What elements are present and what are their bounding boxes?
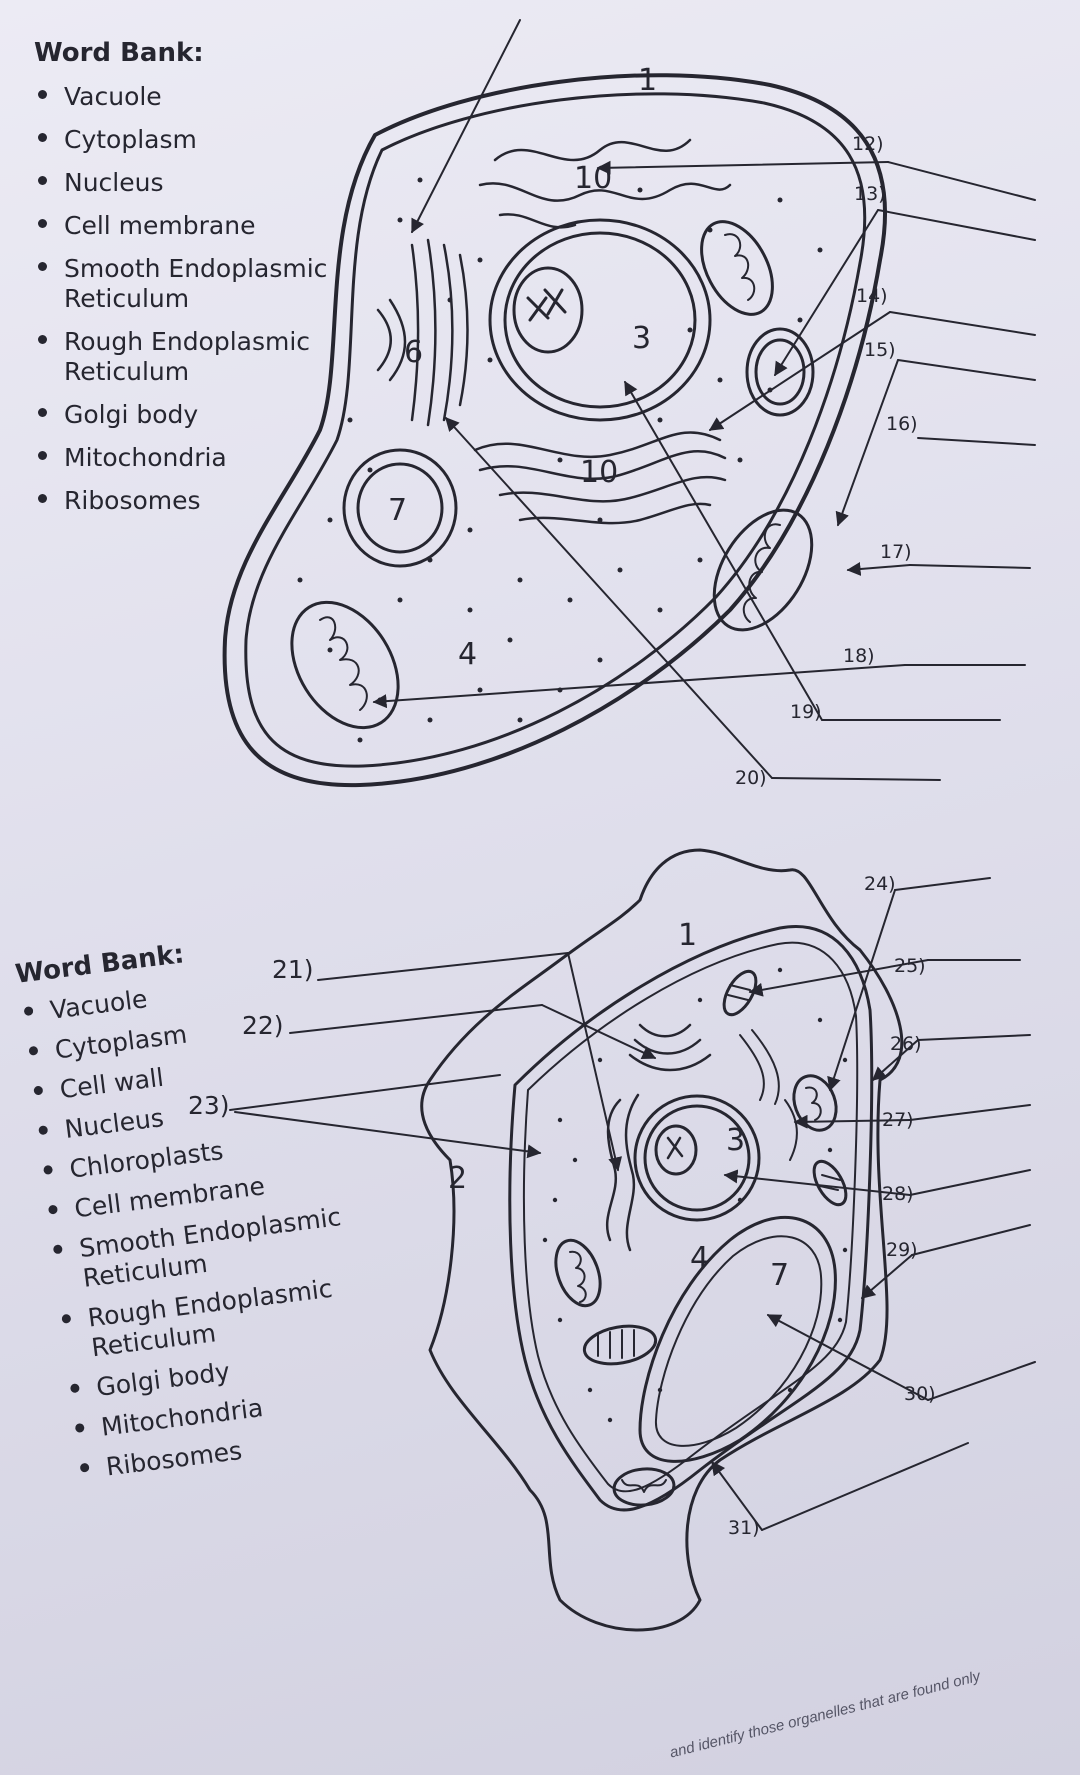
- blank-label: 31): [728, 1517, 760, 1539]
- blank-label: 21): [272, 955, 314, 984]
- animal-cell-membrane-inner: [244, 92, 867, 768]
- smooth-er: [478, 138, 732, 229]
- golgi-body: [628, 1023, 712, 1072]
- blank-label: 19): [790, 701, 822, 723]
- blank-label: 20): [735, 767, 767, 789]
- chloroplast: [722, 969, 758, 1017]
- rough-er: [605, 1093, 640, 1252]
- part-number-nucleus: 3: [726, 1123, 745, 1158]
- plant-label-lines: [229, 877, 1036, 1531]
- vacuole-inner: [356, 462, 444, 554]
- word-bank-item: Vacuole: [34, 82, 327, 112]
- mitochondrion: [700, 220, 774, 316]
- nucleolus: [654, 1124, 698, 1176]
- blank-label: 25): [894, 955, 926, 977]
- plant-cell: 1 2 3 4 7: [188, 848, 1036, 1632]
- central-vacuole-inner: [654, 1235, 823, 1447]
- word-bank-item: Cell membrane: [34, 211, 327, 241]
- blank-label: 18): [843, 645, 875, 667]
- nucleus-inner: [503, 231, 697, 409]
- word-bank-item: Rough Endoplasmic Reticulum: [34, 327, 327, 387]
- blank-label: 22): [242, 1011, 284, 1040]
- word-bank-item: Ribosomes: [34, 486, 327, 516]
- part-number-rough-er: 10: [580, 455, 618, 490]
- chloroplast: [812, 1159, 848, 1207]
- part-number-cytoplasm: 4: [458, 637, 477, 672]
- nucleus-inner: [643, 1104, 751, 1212]
- blank-label: 24): [864, 873, 896, 895]
- animal-part-numbers: 1 3 4 6 7 10 10: [388, 63, 657, 672]
- word-bank-item: Cytoplasm: [34, 125, 327, 155]
- chromosome: [666, 1136, 684, 1160]
- animal-cell: 1 3 4 6 7 10 10: [222, 19, 1036, 789]
- plant-cell-membrane: [508, 925, 874, 1512]
- part-number-cytoplasm: 4: [690, 1241, 709, 1276]
- lysosome-outer: [745, 327, 815, 417]
- mitochondrion: [612, 1467, 676, 1507]
- blank-label: 23): [188, 1091, 230, 1120]
- blank-label: 28): [882, 1183, 914, 1205]
- mitochondrion: [554, 1238, 602, 1308]
- smooth-er: [739, 1029, 798, 1161]
- word-bank-item: Mitochondria: [34, 443, 327, 473]
- blank-label: 13): [854, 183, 886, 205]
- blank-label: 15): [864, 339, 896, 361]
- plant-cell-membrane-inner: [522, 941, 859, 1493]
- plant-cell-wall: [420, 848, 904, 1632]
- mitochondrion: [290, 600, 400, 730]
- mitochondrion: [712, 508, 814, 632]
- cytoplasm-dots: [542, 967, 848, 1423]
- plant-blank-labels: 21) 22) 23) 24) 25) 26) 27) 28) 29) 30) …: [188, 873, 936, 1539]
- nucleus-outer: [488, 218, 712, 422]
- blank-label: 30): [904, 1383, 936, 1405]
- blank-label: 12): [852, 133, 884, 155]
- word-bank-item: Smooth Endoplasmic Reticulum: [34, 254, 327, 314]
- mitochondrion: [792, 1074, 838, 1132]
- vacuole-outer: [342, 448, 458, 568]
- golgi-body: [376, 238, 469, 427]
- part-number-golgi: 6: [404, 335, 423, 370]
- word-bank-item: Golgi body: [34, 400, 327, 430]
- word-bank-item: Nucleus: [34, 168, 327, 198]
- animal-cell-membrane-outer: [222, 73, 888, 788]
- chloroplast: [582, 1324, 658, 1366]
- part-number-vacuole: 7: [770, 1258, 789, 1293]
- blank-label: 14): [856, 285, 888, 307]
- part-number-cell-wall: 2: [448, 1161, 467, 1196]
- part-number-membrane: 1: [638, 63, 657, 98]
- word-bank-title: Word Bank:: [34, 38, 204, 68]
- central-vacuole: [638, 1216, 837, 1463]
- animal-blank-labels: 12) 13) 14) 15) 16) 17) 18) 19) 20): [735, 133, 918, 789]
- part-number-ribosome: 10: [574, 161, 612, 196]
- blank-label: 17): [880, 541, 912, 563]
- lysosome-inner: [754, 338, 806, 406]
- blank-label: 26): [890, 1033, 922, 1055]
- nucleus-outer: [633, 1094, 761, 1222]
- animal-label-lines: [372, 19, 1036, 781]
- nucleolus: [512, 266, 584, 354]
- blank-label: 29): [886, 1239, 918, 1261]
- part-number-vacuole: 7: [388, 493, 407, 528]
- animal-word-bank: Word Bank: Vacuole Cytoplasm Nucleus Cel…: [34, 40, 327, 529]
- part-number-nucleus: 3: [632, 321, 651, 356]
- chromosome: [526, 288, 567, 322]
- part-number-membrane: 1: [678, 918, 697, 953]
- blank-label: 27): [882, 1109, 914, 1131]
- cytoplasm-dots: [297, 177, 823, 743]
- blank-label: 16): [886, 413, 918, 435]
- plant-part-numbers: 1 2 3 4 7: [448, 918, 789, 1293]
- rough-er: [473, 431, 727, 525]
